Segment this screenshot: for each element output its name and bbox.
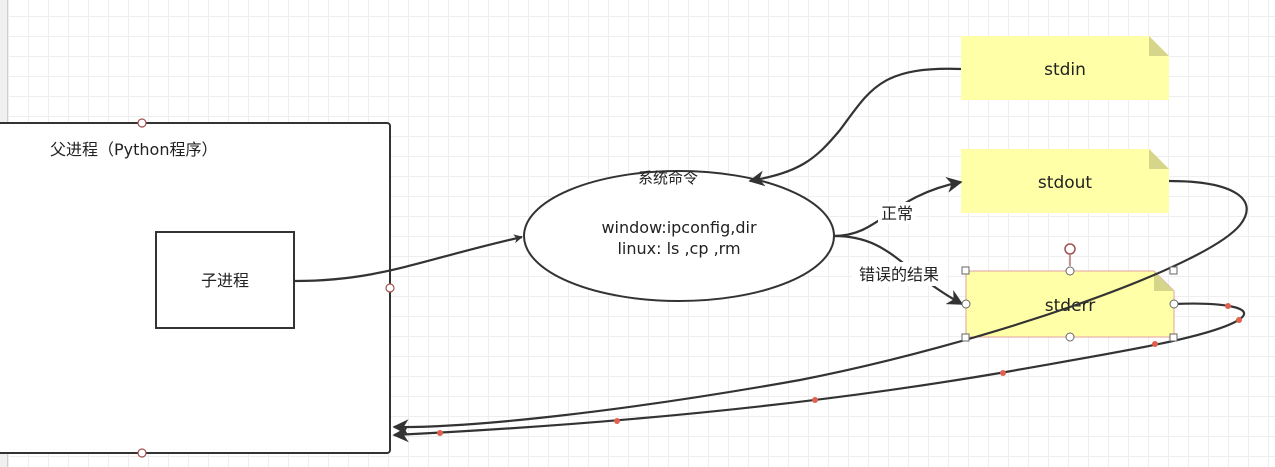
edge-label-error-bg (852, 262, 946, 286)
system-command-title: 系统命令 (638, 169, 698, 187)
child-process-label: 子进程 (201, 271, 249, 290)
resize-handle-top-left[interactable] (961, 266, 970, 275)
edge-stderr-to-parent[interactable] (392, 302, 1245, 443)
edge-waypoint[interactable] (1236, 317, 1242, 323)
parent-connection-point-top[interactable] (137, 118, 147, 128)
resize-handle-right[interactable] (1169, 299, 1179, 309)
edge-waypoint[interactable] (1152, 341, 1158, 347)
stdin-label: stdin (1044, 60, 1086, 80)
resize-handle-bottom[interactable] (1065, 332, 1075, 342)
resize-handle-bottom-left[interactable] (961, 333, 970, 342)
resize-handle-left[interactable] (961, 299, 971, 309)
edge-waypoint[interactable] (614, 418, 620, 424)
resize-handle-top[interactable] (1065, 266, 1075, 276)
edge-command-to-stderr[interactable] (833, 234, 964, 305)
system-command-line2: linux: ls ,cp ,rm (617, 239, 740, 258)
edge-waypoint[interactable] (812, 397, 818, 403)
child-process-box[interactable]: 子进程 (155, 231, 295, 329)
parent-connection-point-right[interactable] (385, 283, 395, 293)
stdout-label: stdout (1038, 173, 1092, 193)
resize-handle-top-right[interactable] (1169, 266, 1178, 275)
stdout-note[interactable]: stdout (961, 149, 1169, 213)
edge-stdin-to-command[interactable] (748, 67, 962, 187)
edge-child-to-command[interactable] (294, 234, 523, 283)
stderr-note[interactable]: stderr (965, 270, 1175, 338)
edge-label-error-result: 错误的结果 (859, 265, 939, 284)
rotate-handle[interactable] (1064, 243, 1076, 255)
edge-waypoint[interactable] (1000, 370, 1006, 376)
system-command-ellipse[interactable]: 系统命令 window:ipconfig,dir linux: ls ,cp ,… (523, 169, 835, 302)
edge-waypoint[interactable] (1225, 303, 1231, 309)
edge-label-normal: 正常 (881, 204, 913, 223)
parent-process-label: 父进程（Python程序） (50, 140, 217, 159)
stdin-note[interactable]: stdin (961, 36, 1169, 100)
resize-handle-bottom-right[interactable] (1169, 333, 1178, 342)
edge-waypoint[interactable] (437, 430, 443, 436)
system-command-line1: window:ipconfig,dir (601, 218, 756, 237)
parent-connection-point-bottom[interactable] (137, 448, 147, 458)
edge-label-normal-bg (878, 202, 916, 224)
